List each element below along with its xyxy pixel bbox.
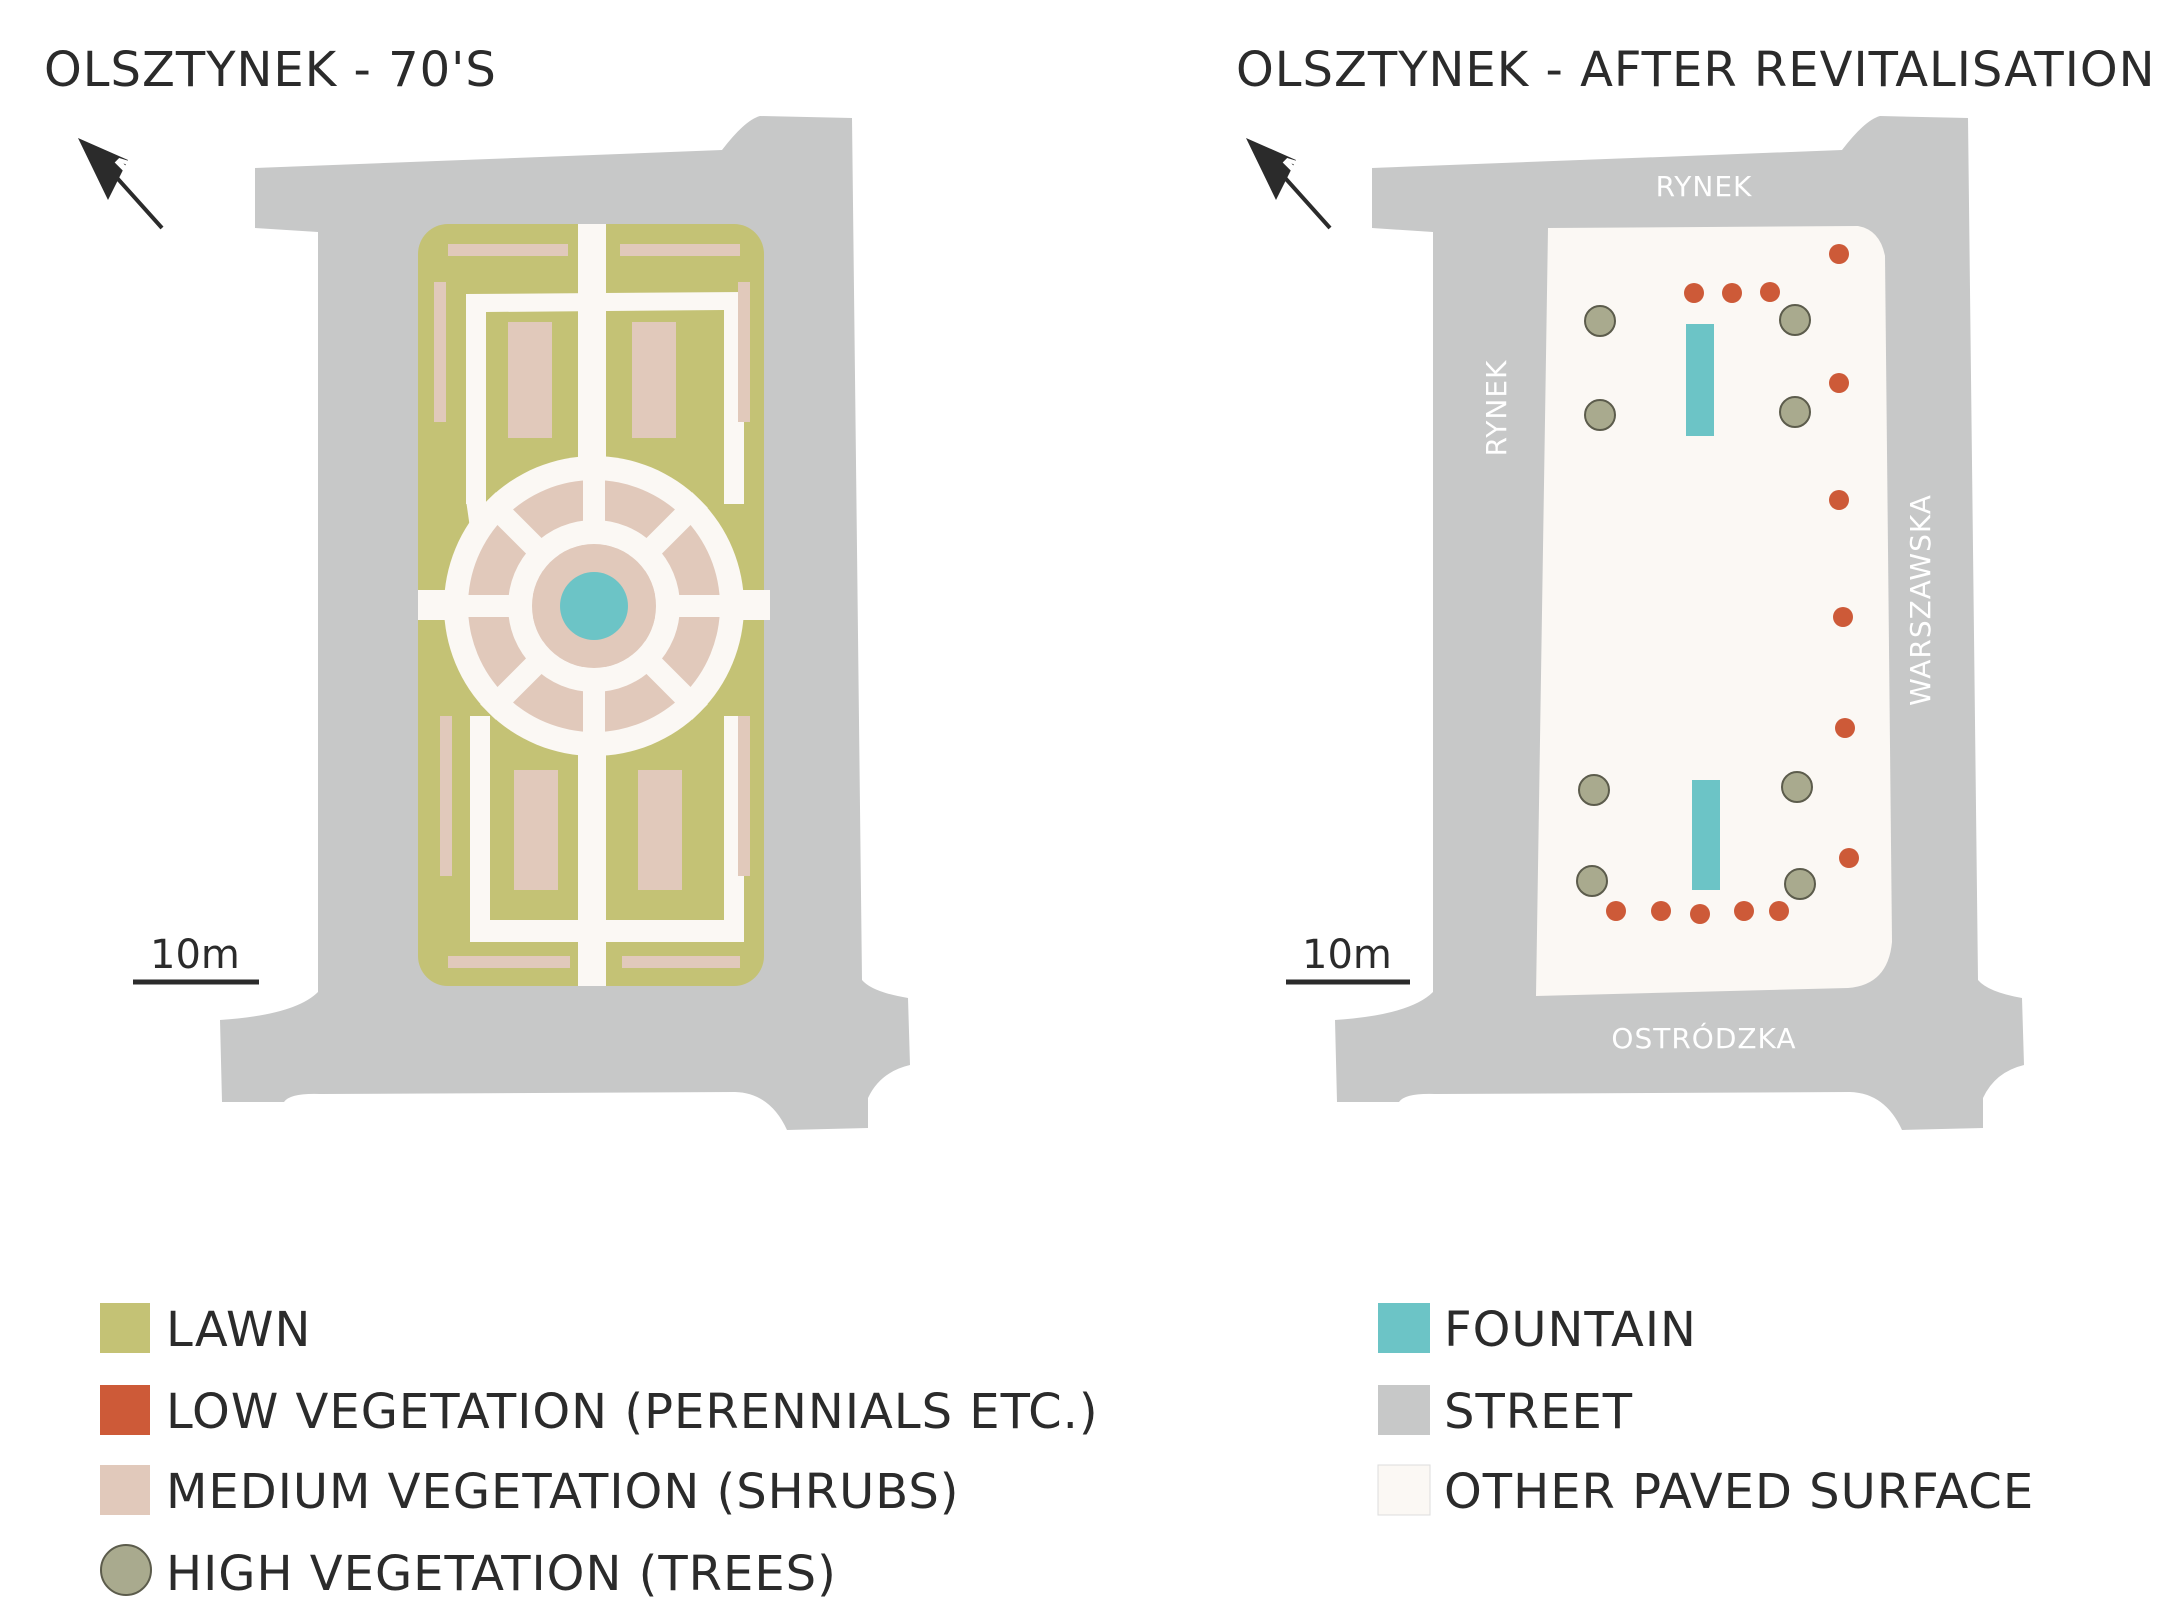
perennial (1684, 283, 1704, 303)
shrub-beds (434, 244, 750, 968)
legend-item: HIGH VEGETATION (TREES) (100, 1544, 837, 1602)
tree (1584, 399, 1616, 431)
legend-swatch (100, 1385, 150, 1435)
perennial (1734, 901, 1754, 921)
street-label-top: RYNEK (1656, 170, 1753, 203)
legend-label: STREET (1444, 1384, 1633, 1440)
street-label-right: WARSZAWSKA (1904, 494, 1937, 706)
perennial (1722, 283, 1742, 303)
map-before-title: OLSZTYNEK - 70'S (44, 42, 497, 98)
perennial (1829, 373, 1849, 393)
legend-swatch (100, 1544, 152, 1596)
tree (1781, 771, 1813, 803)
legend-item: MEDIUM VEGETATION (SHRUBS) (100, 1464, 960, 1520)
legend-label: MEDIUM VEGETATION (SHRUBS) (166, 1464, 960, 1520)
tree (1784, 868, 1816, 900)
perennial (1829, 244, 1849, 264)
scale-label: 10m (1302, 932, 1392, 978)
street-label-left: RYNEK (1480, 360, 1513, 457)
fountain (1692, 780, 1720, 890)
map-after: OLSZTYNEK - AFTER REVITALISATION N 10m R… (1236, 42, 2156, 1130)
legend-item: LAWN (100, 1302, 311, 1358)
scale-label: 10m (150, 932, 240, 978)
perennial (1769, 901, 1789, 921)
legend-swatch (1378, 1385, 1430, 1435)
perennial (1690, 904, 1710, 924)
legend-swatch (100, 1465, 150, 1515)
trees (1576, 304, 1816, 900)
legend-item: FOUNTAIN (1378, 1302, 1697, 1358)
perennial (1839, 848, 1859, 868)
central-parterre (444, 456, 744, 756)
tree (1779, 304, 1811, 336)
perennial (1760, 282, 1780, 302)
legend-item: OTHER PAVED SURFACE (1377, 1464, 2034, 1520)
street-label-bottom: OSTRÓDZKA (1611, 1021, 1796, 1055)
tree (1576, 865, 1608, 897)
legend-label: LAWN (166, 1302, 311, 1358)
tree (1779, 396, 1811, 428)
map-before: OLSZTYNEK - 70'S N 10m (44, 42, 910, 1130)
legend-swatch (100, 1303, 150, 1353)
legend-swatch (1377, 1464, 1431, 1516)
legend-label: HIGH VEGETATION (TREES) (166, 1546, 837, 1602)
legend-label: FOUNTAIN (1444, 1302, 1697, 1358)
fountain (560, 572, 628, 640)
north-arrow-icon: N (78, 138, 164, 230)
legend-item: LOW VEGETATION (PERENNIALS ETC.) (100, 1384, 1099, 1440)
legend-label: OTHER PAVED SURFACE (1444, 1464, 2034, 1520)
legend-label: LOW VEGETATION (PERENNIALS ETC.) (166, 1384, 1099, 1440)
fountain (1686, 324, 1714, 436)
perennials (1606, 244, 1859, 924)
legend-item: STREET (1378, 1384, 1633, 1440)
tree (1584, 305, 1616, 337)
map-after-title: OLSZTYNEK - AFTER REVITALISATION (1236, 42, 2156, 98)
legend-swatch (1378, 1303, 1430, 1353)
legend: LAWN LOW VEGETATION (PERENNIALS ETC.) ME… (100, 1302, 2034, 1602)
perennial (1835, 718, 1855, 738)
perennial (1829, 490, 1849, 510)
perennial (1651, 901, 1671, 921)
tree (1578, 774, 1610, 806)
north-arrow-icon: N (1246, 138, 1332, 230)
perennial (1606, 901, 1626, 921)
perennial (1833, 607, 1853, 627)
